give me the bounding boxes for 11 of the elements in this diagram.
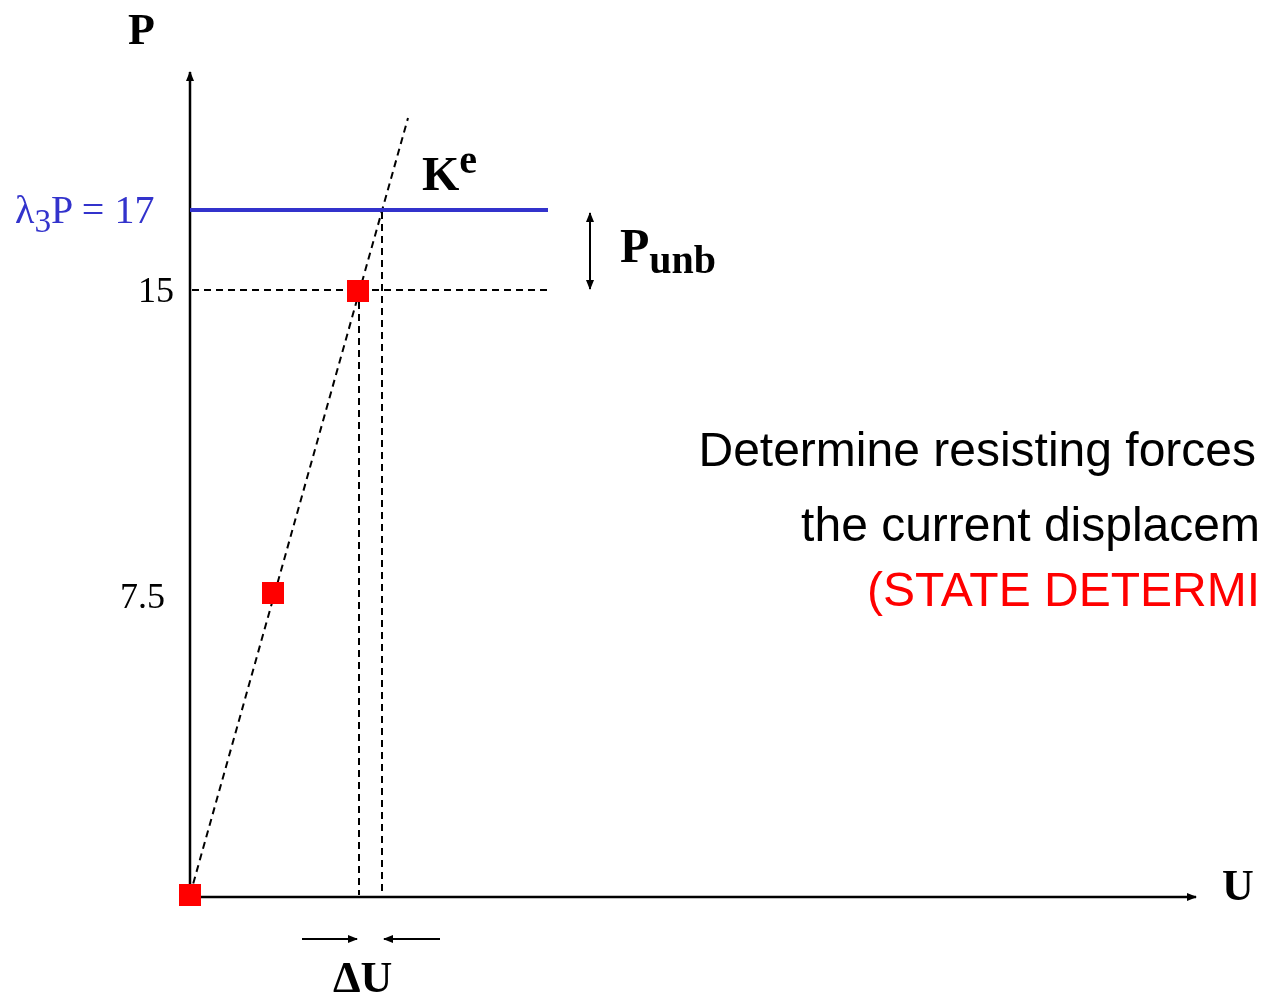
load-level-label: λ$_{3}$P = 17	[15, 190, 155, 238]
increment-label: ΔU	[333, 956, 393, 999]
axis-label: U	[1222, 864, 1254, 908]
stiffness-label: K$^{e}$	[422, 140, 478, 198]
axis-label: P	[128, 8, 155, 52]
note-text: Determine resisting forces	[698, 426, 1256, 474]
note-text: (STATE DETERMI	[867, 566, 1260, 614]
unbalanced-force-label: P$_{unb}$	[620, 222, 717, 280]
note-text: the current displacem	[801, 501, 1260, 549]
tick-label: 15	[138, 272, 174, 308]
tick-label: 7.5	[120, 578, 165, 614]
